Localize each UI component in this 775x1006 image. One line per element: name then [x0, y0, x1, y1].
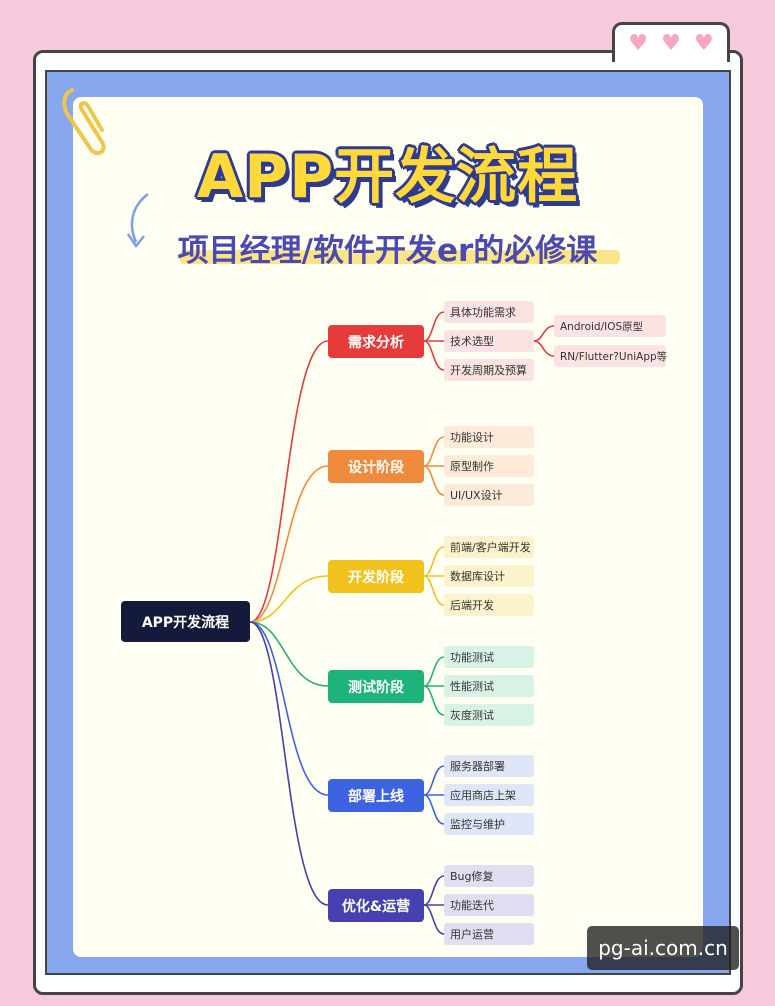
leaf-node: UI/UX设计	[444, 484, 534, 506]
sub-leaf-node: Android/IOS原型	[554, 315, 666, 337]
leaf-connector	[423, 340, 445, 371]
leaf-node: 开发周期及预算	[444, 359, 534, 381]
leaf-connector	[423, 765, 445, 796]
leaf-node: 前端/客户端开发	[444, 536, 534, 558]
branch-node: 设计阶段	[328, 450, 424, 483]
leaf-connector	[423, 436, 445, 467]
leaf-node: 后端开发	[444, 594, 534, 616]
branch-node: 优化&运营	[328, 889, 424, 922]
leaf-node: 技术选型	[444, 330, 534, 352]
leaf-node: 性能测试	[444, 675, 534, 697]
leaf-node: 具体功能需求	[444, 301, 534, 323]
leaf-connector	[423, 794, 445, 825]
sub-leaf-connector	[533, 340, 555, 357]
sub-leaf-connector	[533, 325, 555, 342]
leaf-node: 功能设计	[444, 426, 534, 448]
branch-node: 开发阶段	[328, 560, 424, 593]
leaf-connector	[423, 546, 445, 577]
branch-connector	[249, 575, 329, 623]
leaf-node: 数据库设计	[444, 565, 534, 587]
branch-connector	[249, 621, 329, 796]
leaf-connector	[423, 311, 445, 342]
leaf-connector	[423, 656, 445, 687]
leaf-node: 应用商店上架	[444, 784, 534, 806]
branch-node: 部署上线	[328, 779, 424, 812]
sub-leaf-node: RN/Flutter?UniApp等	[554, 345, 667, 367]
branch-node: 测试阶段	[328, 670, 424, 703]
leaf-node: 服务器部署	[444, 755, 534, 777]
leaf-connector	[423, 685, 445, 716]
leaf-connector	[423, 575, 445, 606]
leaf-connector	[423, 875, 445, 906]
heart-icon: ♥	[628, 30, 648, 56]
leaf-node: Bug修复	[444, 865, 534, 887]
branch-connector	[249, 465, 329, 623]
leaf-connector	[423, 904, 445, 935]
leaf-node: 功能测试	[444, 646, 534, 668]
page-subtitle: 项目经理/软件开发er的必修课	[177, 233, 598, 269]
branch-connector	[249, 621, 329, 687]
leaf-node: 功能迭代	[444, 894, 534, 916]
branch-connector	[249, 621, 329, 906]
leaf-connector	[423, 465, 445, 496]
heart-icon: ♥	[694, 30, 714, 56]
frame-tab: ♥ ♥ ♥	[612, 22, 730, 62]
curved-arrow-icon	[126, 193, 149, 249]
heart-icon: ♥	[661, 30, 681, 56]
leaf-node: 用户运营	[444, 923, 534, 945]
watermark: pg-ai.com.cn	[587, 926, 739, 970]
mindmap-root: APP开发流程	[121, 601, 250, 642]
branch-node: 需求分析	[328, 325, 424, 358]
branch-connector	[249, 340, 329, 623]
content-card	[73, 97, 703, 957]
page-title: APP开发流程	[196, 142, 579, 212]
subtitle-highlight	[180, 250, 620, 264]
paperclip-icon	[62, 88, 106, 156]
leaf-node: 原型制作	[444, 455, 534, 477]
leaf-node: 灰度测试	[444, 704, 534, 726]
leaf-node: 监控与维护	[444, 813, 534, 835]
